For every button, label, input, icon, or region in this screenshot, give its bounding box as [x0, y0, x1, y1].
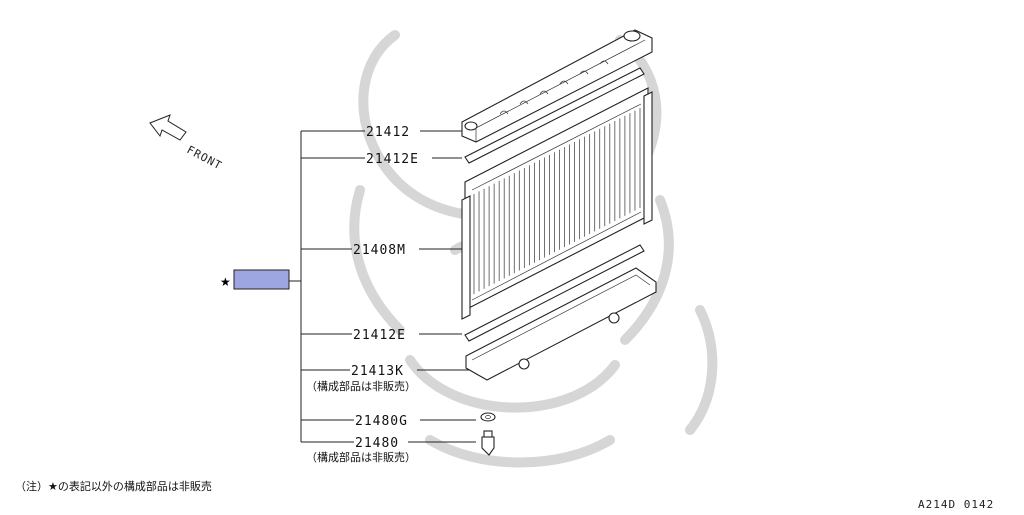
footnote: （注）★の表記以外の構成部品は非販売 [15, 479, 212, 493]
washer-part [480, 412, 496, 422]
assembly-part-box[interactable] [233, 269, 290, 290]
drain-cock-part [481, 430, 495, 456]
part-number-21412e-upper[interactable]: 21412E [366, 152, 419, 167]
front-arrow-icon [149, 114, 187, 141]
part-number-21480[interactable]: 21480 [355, 436, 399, 451]
lower-tank-note: （構成部品は非販売） [306, 379, 416, 393]
star-icon: ★ [220, 275, 231, 289]
part-number-21412e-lower[interactable]: 21412E [353, 328, 406, 343]
lower-tank-part [465, 267, 657, 381]
lower-seal-part [464, 244, 645, 342]
leader-lines [289, 130, 478, 443]
part-number-21480g[interactable]: 21480G [355, 414, 408, 429]
diagram-code: A214D 0142 [918, 498, 994, 511]
upper-seal-part [464, 67, 645, 164]
upper-tank-part [461, 29, 653, 143]
part-number-21408m[interactable]: 21408M [353, 243, 406, 258]
drain-cock-note: （構成部品は非販売） [306, 450, 416, 464]
part-number-21412[interactable]: 21412 [366, 125, 410, 140]
radiator-core-part [461, 87, 653, 320]
part-number-21413k[interactable]: 21413K [351, 364, 404, 379]
front-label: FRONT [185, 143, 225, 172]
